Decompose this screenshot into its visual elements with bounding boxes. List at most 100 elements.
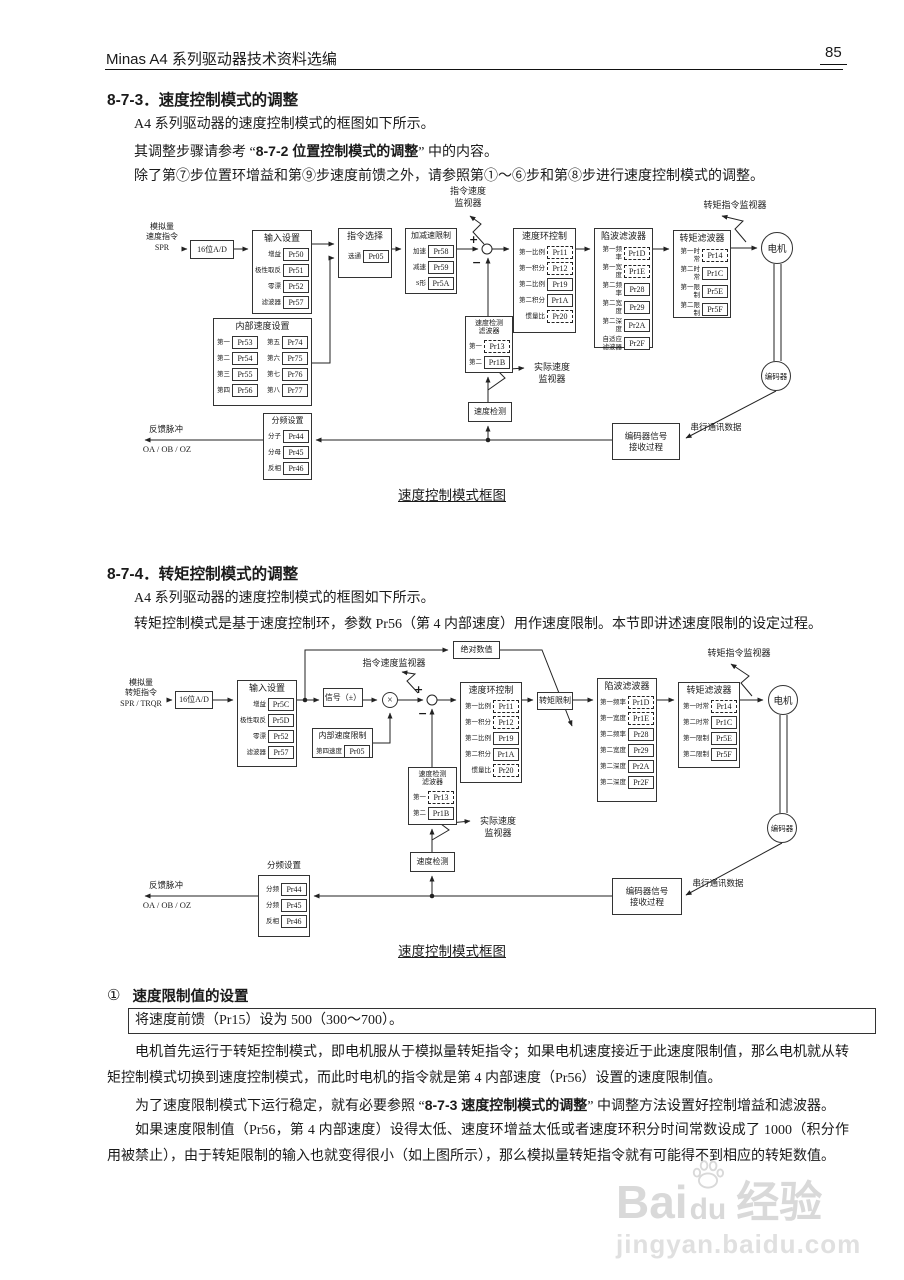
note-para2-suffix: ” 中调整方法设置好控制增益和滤波器。 bbox=[587, 1099, 836, 1114]
diagram2-wiring bbox=[144, 647, 788, 899]
diagram1-caption: 速度控制模式框图 bbox=[398, 488, 506, 503]
motor-circle: 电机 bbox=[768, 685, 798, 715]
section-873-heading: 8-7-3．速度控制模式的调整 bbox=[107, 92, 299, 109]
watermark-bai-text: Bai bbox=[616, 1176, 688, 1228]
param-label: 第四 bbox=[217, 387, 230, 395]
section-874-para2: 转矩控制模式是基于速度控制环，参数 Pr56（第 4 内部速度）用作速度限制。本… bbox=[134, 617, 822, 632]
param-label: 第一时常 bbox=[683, 703, 709, 711]
param-value: Pr05 bbox=[344, 745, 370, 759]
param-label: 分频 bbox=[266, 885, 279, 893]
param-label: 加速 bbox=[413, 247, 426, 255]
speed-detect-filter-title: 速度检测 滤波器 bbox=[418, 770, 447, 787]
param-label: 第二限制 bbox=[680, 302, 701, 317]
speed-control-diagram: 指令速度 监视器 转矩指令监视器 模拟量 速度指令 SPR 16位A/D 输入设… bbox=[0, 178, 904, 526]
section-874-para1: A4 系列驱动器的速度控制模式的框图如下所示。 bbox=[134, 591, 435, 606]
param-value: Pr54 bbox=[232, 352, 258, 366]
param-label: 第二限制 bbox=[683, 751, 709, 759]
param-value: Pr55 bbox=[232, 368, 258, 382]
section-873-para1: A4 系列驱动器的速度控制模式的框图如下所示。 bbox=[134, 117, 435, 132]
param-label: 第二 bbox=[217, 355, 230, 363]
motor-circle: 电机 bbox=[761, 232, 793, 264]
param-value: Pr2F bbox=[628, 776, 654, 790]
torque-cmd-monitor-label: 转矩指令监视器 bbox=[703, 200, 767, 210]
cmd-speed-monitor-label: 指令速度 监视器 bbox=[449, 186, 486, 208]
param-label: 减速 bbox=[413, 263, 426, 271]
param-value: Pr46 bbox=[283, 462, 309, 476]
param-value: Pr1D bbox=[628, 696, 654, 710]
watermark-du-text: du bbox=[689, 1193, 727, 1226]
param-label: 第一积分 bbox=[465, 719, 491, 727]
param-label: 第八 bbox=[267, 387, 280, 395]
param-label: 第一比例 bbox=[465, 703, 491, 711]
param-label: 第六 bbox=[267, 355, 280, 363]
feedback-pulse-label: 反馈脉冲 bbox=[148, 880, 183, 890]
internal-speed-title: 内部速度设置 bbox=[235, 321, 290, 331]
param-value: Pr76 bbox=[282, 368, 308, 382]
param-label: 第一 bbox=[217, 339, 230, 347]
param-value: Pr20 bbox=[493, 764, 519, 778]
param-value: Pr1C bbox=[702, 267, 728, 281]
actual-speed-monitor-label: 实际速度 监视器 bbox=[479, 816, 516, 838]
param-label: 第二积分 bbox=[465, 751, 491, 759]
adc-box: 16位A/D bbox=[190, 240, 234, 259]
param-label: 第二宽度 bbox=[602, 300, 623, 315]
param-value: Pr12 bbox=[493, 716, 519, 730]
speed-detect-filter-title: 速度检测 滤波器 bbox=[475, 319, 503, 336]
cmd-select-title: 指令选择 bbox=[346, 231, 383, 241]
param-label: 极性取反 bbox=[240, 717, 266, 725]
baidu-jingyan-watermark: Bai du 经验 jingyan.baidu.com bbox=[616, 1160, 902, 1260]
param-value: Pr1E bbox=[628, 712, 654, 726]
sum-plus-sign: + bbox=[414, 683, 424, 696]
param-value: Pr50 bbox=[283, 248, 309, 262]
feedback-signals-label: OA / OB / OZ bbox=[142, 900, 192, 910]
param-label: 第七 bbox=[267, 371, 280, 379]
param-label: 第一时常 bbox=[680, 248, 701, 263]
abs-value-box: 绝对数值 bbox=[453, 641, 500, 659]
param-label: 第一 bbox=[413, 793, 426, 801]
serial-data-label: 串行通讯数据 bbox=[690, 422, 742, 432]
param-label: 第二深度 bbox=[600, 779, 626, 787]
param-label: 第一 bbox=[469, 342, 482, 350]
param-value: Pr58 bbox=[428, 245, 454, 259]
param-value: Pr51 bbox=[283, 264, 309, 278]
note-para1: 电机首先运行于转矩控制模式，即电机服从于模拟量转矩指令；如果电机速度接近于此速度… bbox=[107, 1045, 849, 1086]
param-value: Pr11 bbox=[493, 700, 519, 714]
speed-detect-box: 速度检测 bbox=[410, 852, 455, 872]
param-value: Pr77 bbox=[282, 384, 308, 398]
param-label: 分子 bbox=[268, 432, 281, 440]
param-value: Pr46 bbox=[281, 915, 307, 928]
param-value: Pr5F bbox=[711, 748, 737, 762]
note-heading: ① 速度限制值的设置 bbox=[107, 985, 248, 1006]
torque-filter-title: 转矩滤波器 bbox=[679, 233, 725, 243]
divider-settings-title: 分频设置 bbox=[271, 416, 304, 425]
notch-filter-title: 陷波滤波器 bbox=[600, 231, 646, 241]
param-label: 增益 bbox=[253, 701, 266, 709]
param-label: 第一积分 bbox=[519, 265, 545, 273]
